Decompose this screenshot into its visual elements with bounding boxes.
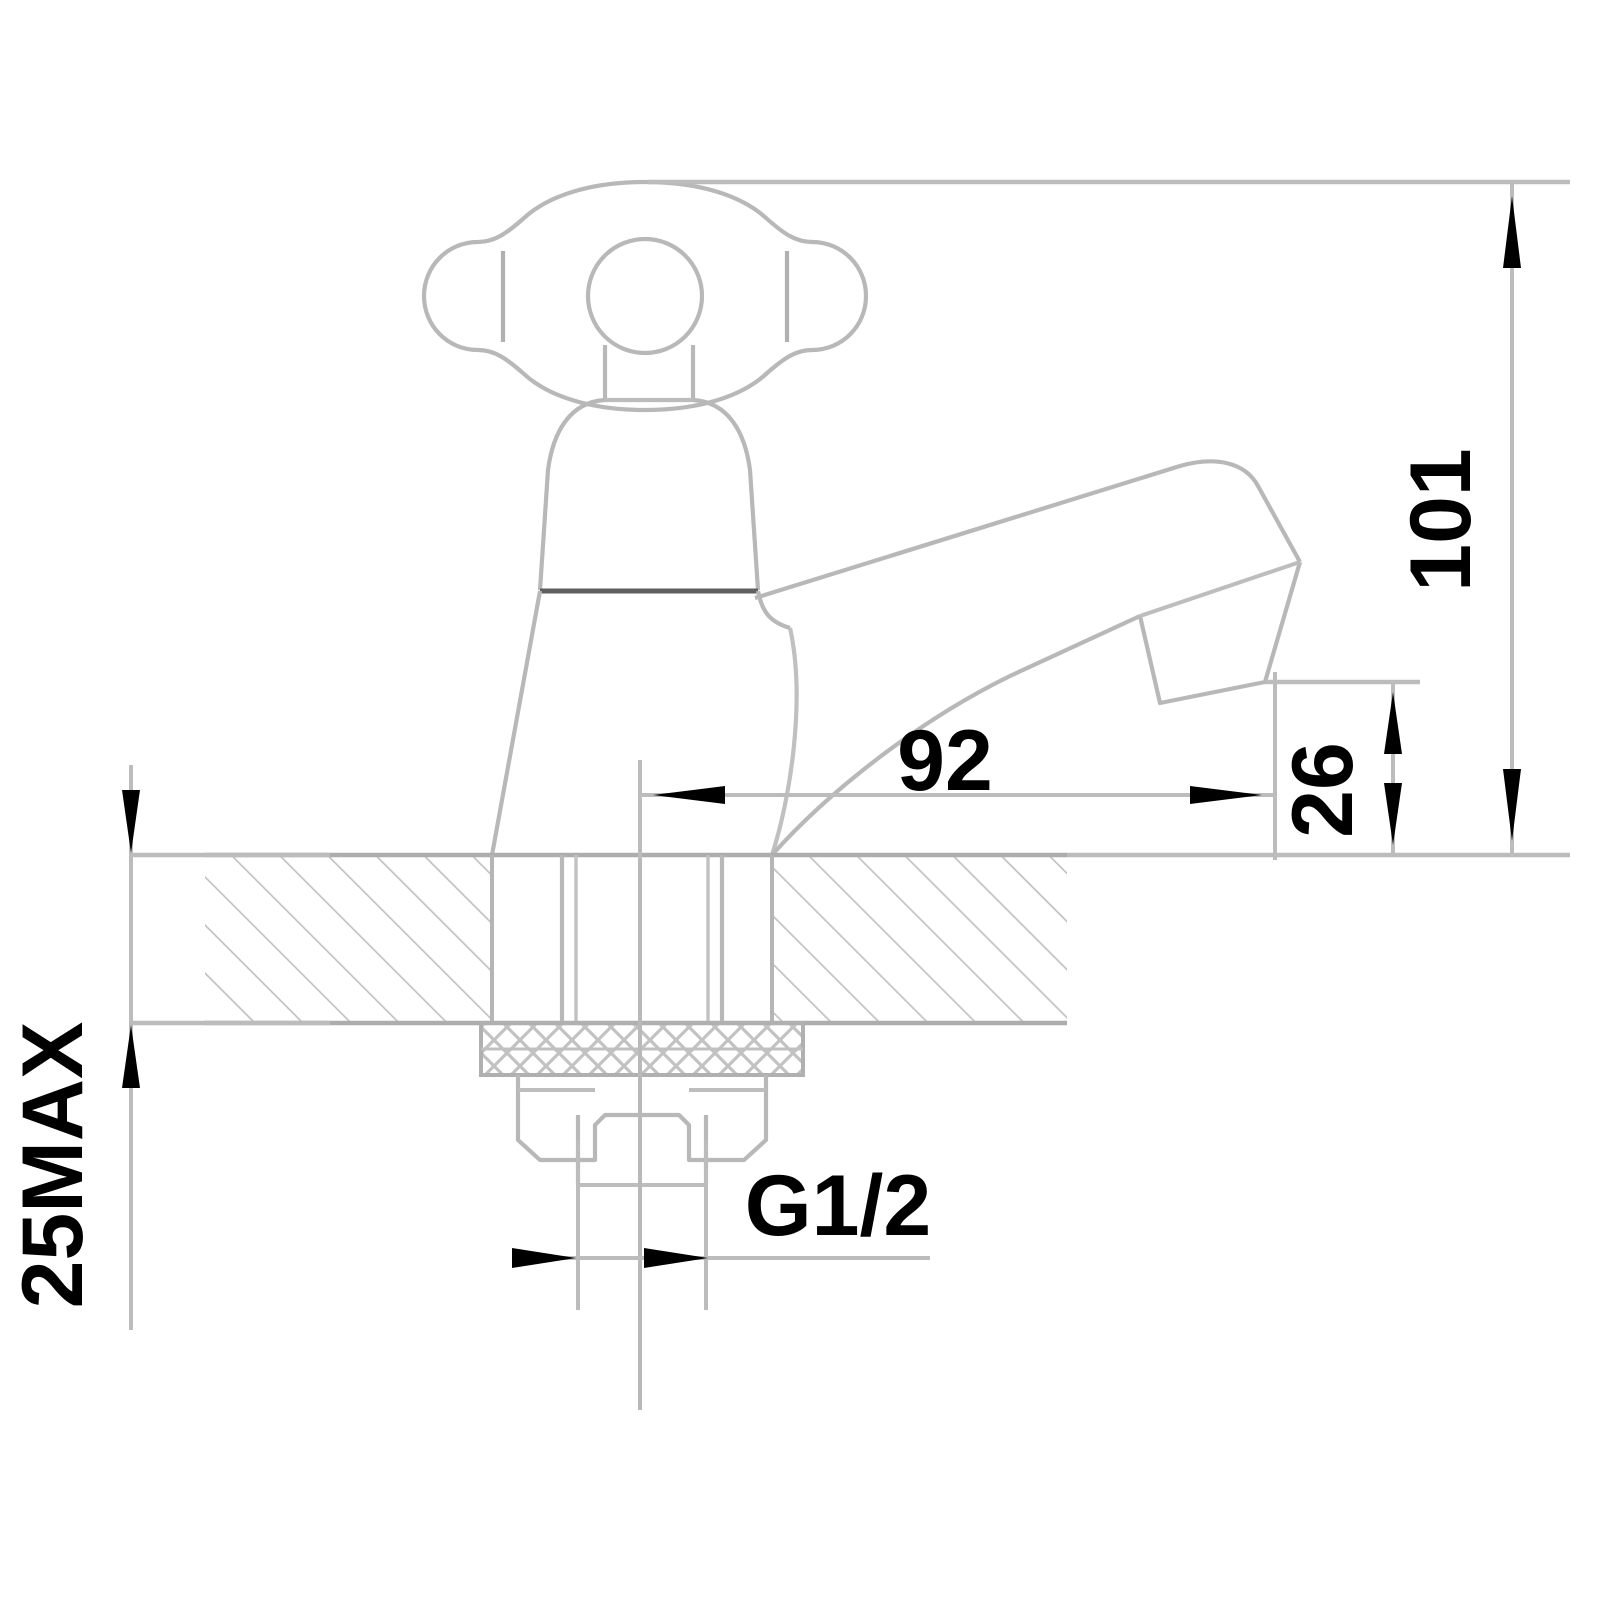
- dimension-label-25max: 25MAX: [5, 1022, 101, 1309]
- spout-bottom-edge: [770, 614, 1141, 857]
- dimension-label-92: 92: [897, 713, 993, 809]
- dimension-deck-thickness: 25MAX: [5, 765, 330, 1330]
- dimension-label-g12: G1/2: [745, 1158, 931, 1254]
- dimension-label-101: 101: [1393, 448, 1489, 592]
- arrow-g12-right: [644, 1248, 708, 1268]
- bonnet-left: [537, 397, 606, 591]
- handle-outline: [421, 179, 869, 413]
- arrow-g12-left: [512, 1248, 576, 1268]
- dimension-height-overall: 101: [648, 179, 1570, 858]
- tail-shank: [559, 855, 725, 1023]
- body-left-flank: [489, 590, 543, 856]
- arrow-26-top: [1384, 692, 1402, 754]
- dimension-annotations: 101 92 26: [5, 179, 1570, 1330]
- spout: [754, 459, 1303, 857]
- deck-hatch-left: [205, 855, 492, 1023]
- handle-hub-circle: [585, 236, 705, 356]
- dimension-label-26: 26: [1275, 742, 1371, 838]
- mounting-deck: [205, 852, 1067, 1026]
- spout-outlet-block: [1137, 561, 1303, 706]
- body-right-flank: [770, 627, 799, 856]
- handle-stem: [602, 345, 696, 403]
- arrow-92-left: [653, 786, 725, 804]
- spout-outlet-divider: [1139, 560, 1301, 618]
- nut-left-profile: [515, 1075, 640, 1163]
- tap-body: [489, 590, 799, 856]
- cross-handle: [421, 179, 869, 413]
- dimension-spout-reach: 92: [638, 672, 1277, 860]
- arrow-26-bottom: [1384, 783, 1402, 845]
- nut-right-profile: [640, 1075, 769, 1163]
- back-nut: [515, 1075, 769, 1163]
- arrow-101-bottom: [1503, 769, 1521, 841]
- deck-hatch-right: [772, 855, 1067, 1023]
- arrow-25-top: [122, 790, 140, 853]
- dimension-thread-size: G1/2: [512, 1140, 931, 1310]
- spout-top-edge: [754, 459, 1302, 601]
- bonnet-right: [692, 397, 761, 591]
- faucet-geometry: [205, 179, 1303, 1410]
- arrow-92-right: [1190, 786, 1262, 804]
- bonnet: [537, 397, 761, 594]
- arrow-101-top: [1503, 196, 1521, 268]
- dimension-spout-height: 26: [1265, 679, 1420, 855]
- arrow-25-bottom: [122, 1025, 140, 1088]
